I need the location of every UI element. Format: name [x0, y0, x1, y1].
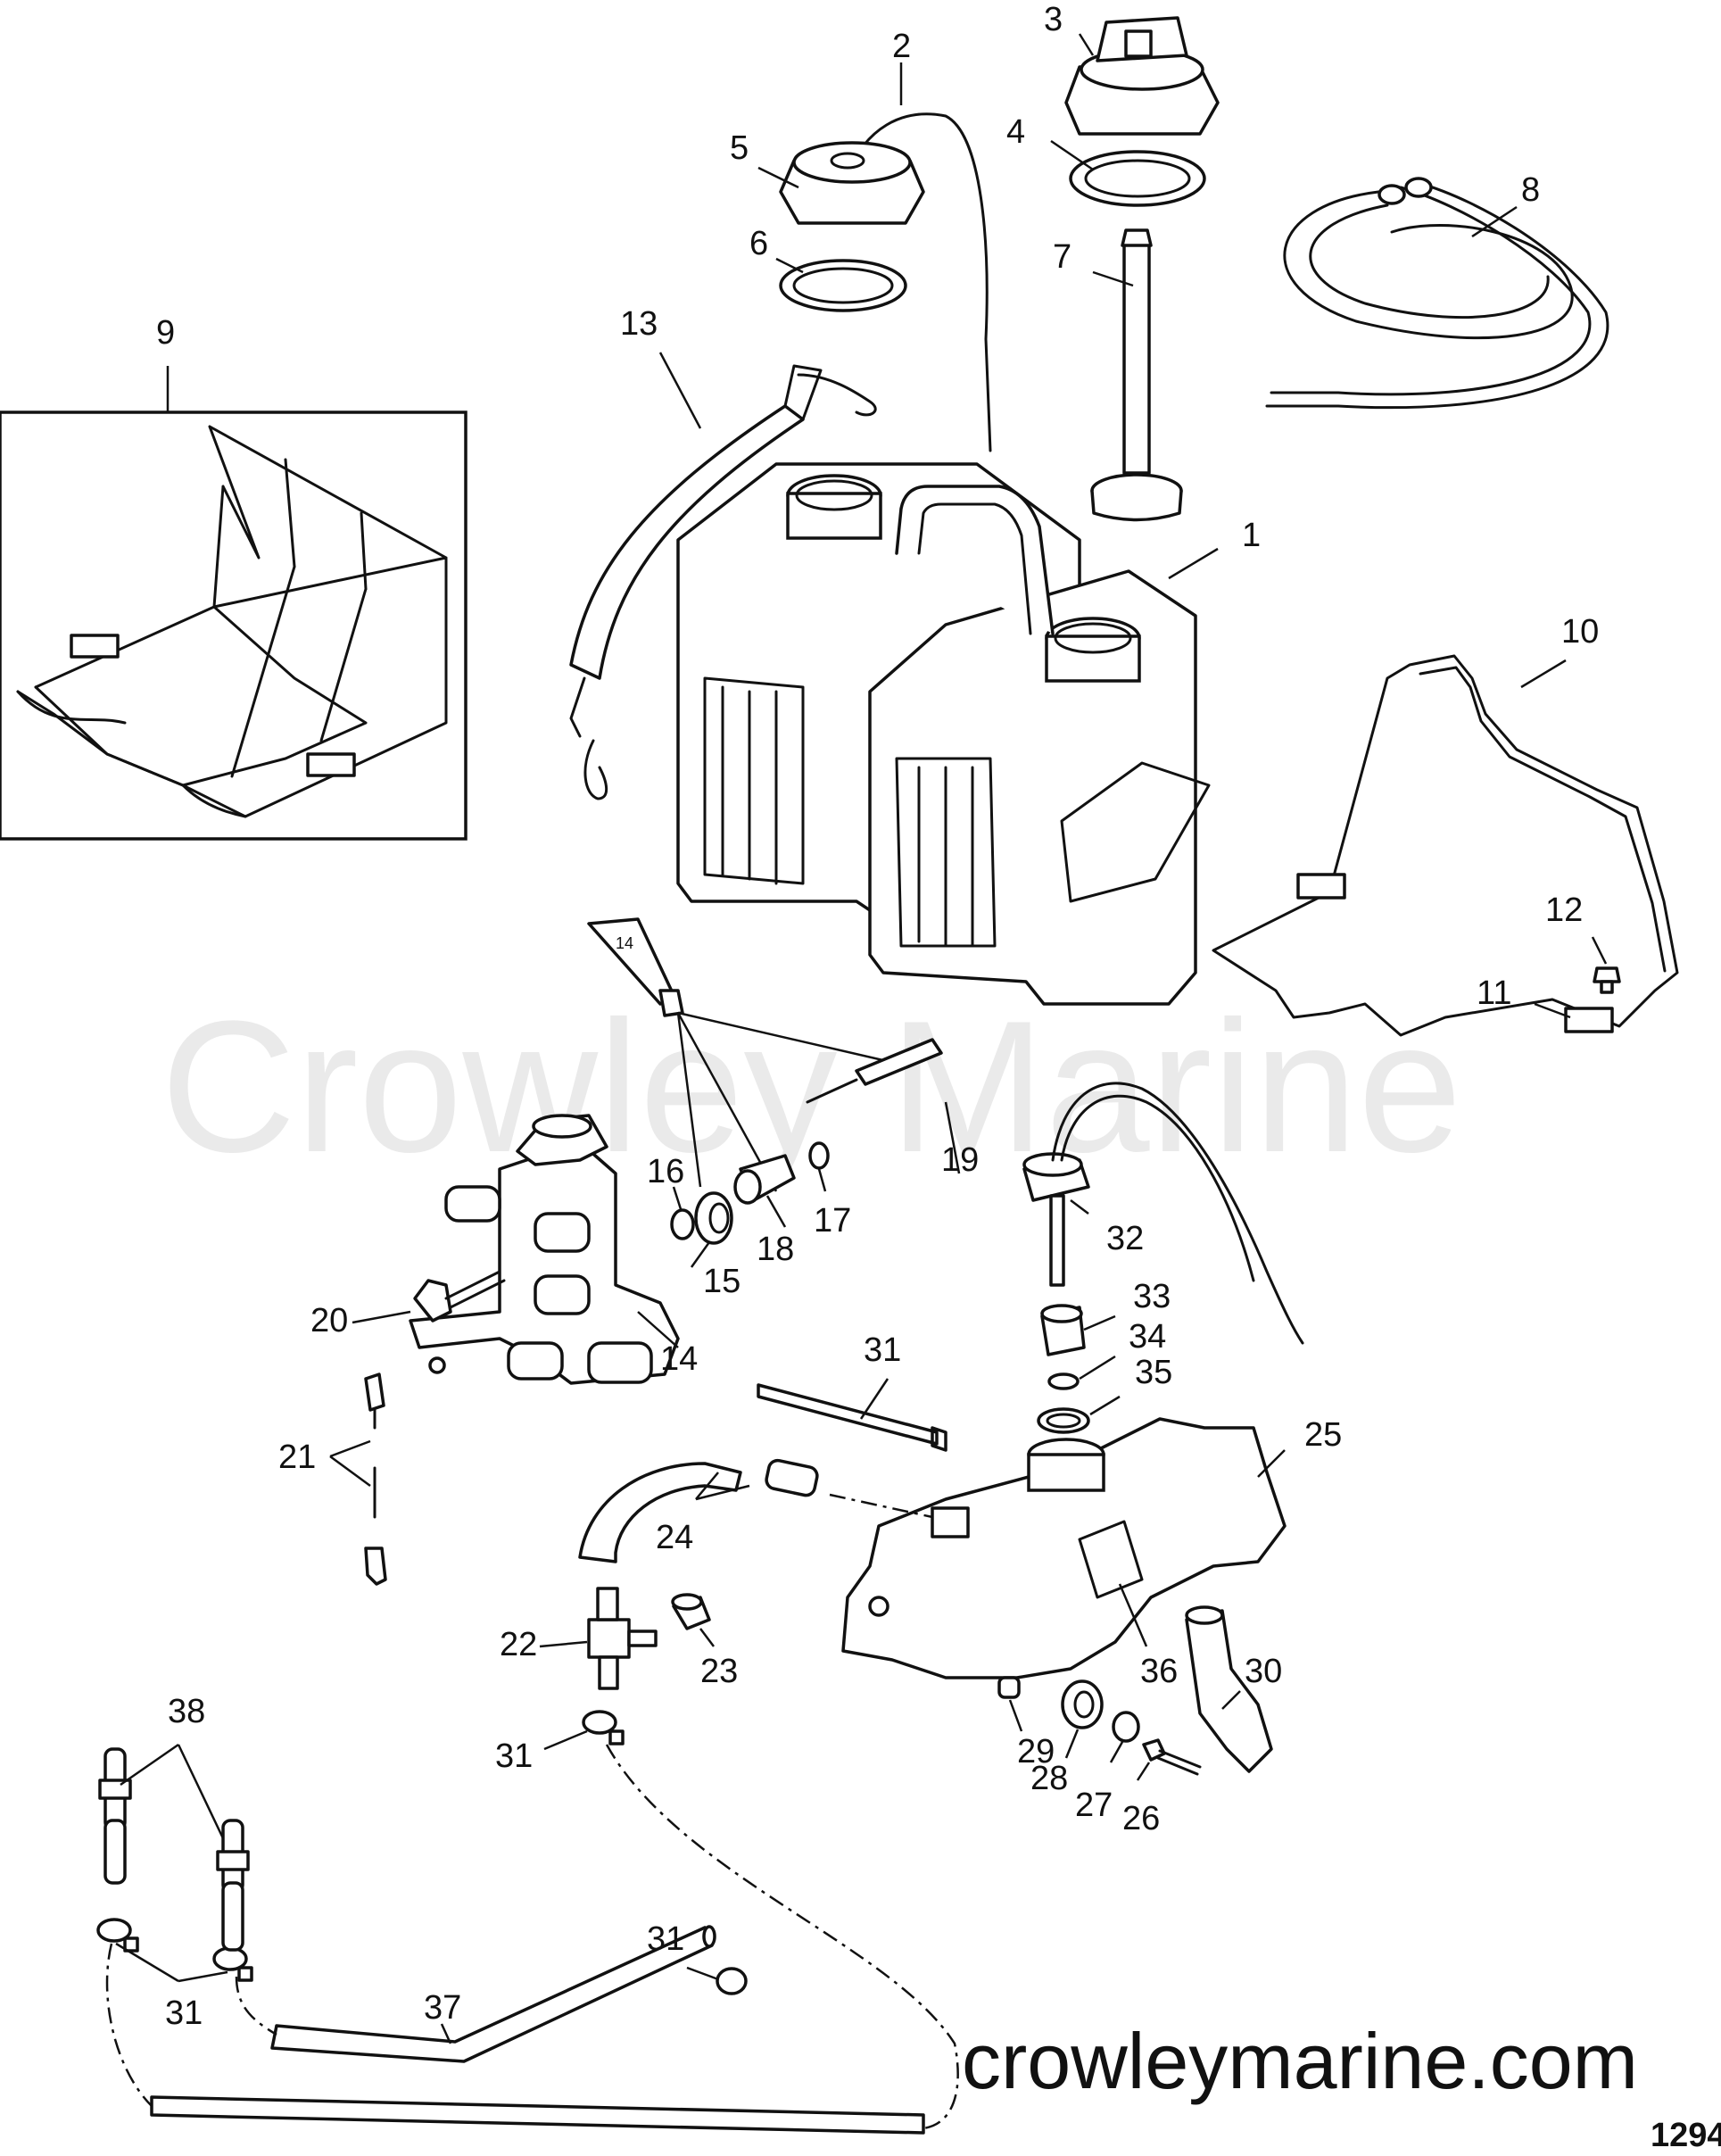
part-28-grommet — [1061, 1679, 1104, 1729]
part-4-gasket — [1069, 150, 1206, 207]
figure-id: 1294 — [1651, 2117, 1721, 2154]
tube-label: 14 — [616, 934, 633, 952]
part-6-gasket — [779, 259, 907, 312]
callout-31-left: 31 — [165, 1994, 203, 2032]
callout-7: 7 — [1053, 238, 1071, 276]
callout-37: 37 — [424, 1989, 461, 2027]
callout-30: 30 — [1245, 1653, 1282, 1690]
callout-31-tee: 31 — [495, 1737, 533, 1775]
part-33-spacer — [1040, 1304, 1086, 1356]
callout-15: 15 — [703, 1263, 741, 1300]
part-34-washer — [1047, 1372, 1080, 1390]
part-35-gasket — [1037, 1407, 1090, 1434]
part-23-plug — [671, 1593, 711, 1630]
routing-line-oil — [829, 1493, 933, 1519]
part-1-oil-tank — [676, 462, 1211, 1006]
part-5-oil-cap — [779, 141, 925, 225]
callout-31-middle: 31 — [864, 1331, 901, 1369]
callout-3: 3 — [1044, 1, 1063, 38]
routing-line-main — [605, 1744, 959, 2130]
part-20-bolt — [413, 1270, 506, 1323]
part-22-tee-fitting — [587, 1587, 658, 1690]
part-31-clamp-left-2 — [212, 1946, 253, 1982]
callout-24: 24 — [656, 1519, 693, 1556]
part-24-hose — [578, 1458, 819, 1563]
part-9-tank-bracket-box — [0, 410, 467, 841]
part-15-seal — [694, 1191, 733, 1245]
callout-31-right: 31 — [647, 1920, 684, 1958]
part-38-connector-2 — [216, 1819, 250, 1952]
part-29-bushing — [997, 1676, 1021, 1699]
callout-labels: 2 3 4 5 6 7 8 9 13 1 10 12 11 19 16 17 1… — [156, 1, 1599, 2032]
callout-6: 6 — [749, 225, 768, 262]
callout-22: 22 — [500, 1626, 537, 1663]
callout-2: 2 — [892, 28, 911, 65]
callout-35: 35 — [1135, 1354, 1172, 1391]
part-16-o-ring — [670, 1208, 695, 1240]
part-17-o-ring — [808, 1141, 830, 1170]
callout-38: 38 — [168, 1693, 205, 1730]
part-11-clip — [1296, 873, 1614, 1033]
part-19-tool — [806, 1038, 943, 1104]
callout-29: 29 — [1017, 1733, 1055, 1770]
callout-23: 23 — [700, 1653, 738, 1690]
callout-28: 28 — [1030, 1760, 1068, 1797]
callout-36: 36 — [1140, 1653, 1178, 1690]
part-32-cap-with-sensor — [1022, 1082, 1304, 1345]
part-38-connector-1 — [98, 1747, 132, 1885]
part-21-pins — [364, 1372, 387, 1586]
callout-20: 20 — [310, 1302, 348, 1339]
callout-17: 17 — [814, 1202, 851, 1240]
routing-line-left-1 — [105, 1943, 153, 2107]
callout-32: 32 — [1106, 1220, 1144, 1257]
callout-25: 25 — [1304, 1416, 1342, 1454]
part-25-oil-reservoir — [841, 1417, 1287, 1679]
part-8-hose — [1265, 177, 1609, 410]
part-31-clamp — [582, 1710, 625, 1746]
part-7-pickup-tube — [1090, 228, 1183, 522]
part-12-screw — [1593, 966, 1621, 994]
part-14-sealant-tube: 14 — [587, 917, 684, 1017]
callout-33: 33 — [1133, 1278, 1171, 1315]
callout-5: 5 — [730, 129, 749, 167]
part-2-vent-line — [846, 112, 992, 452]
callout-34: 34 — [1129, 1318, 1166, 1356]
callout-11: 11 — [1477, 974, 1511, 1012]
callout-21: 21 — [278, 1439, 316, 1476]
callout-27: 27 — [1075, 1787, 1113, 1824]
part-14-oil-pump — [409, 1114, 680, 1385]
part-31-clamp-right — [716, 1967, 748, 1995]
callout-13: 13 — [620, 305, 658, 343]
part-31-clamp-left-1 — [96, 1918, 139, 1953]
callout-18: 18 — [757, 1231, 794, 1268]
callout-16: 16 — [647, 1153, 684, 1190]
callout-14: 14 — [660, 1340, 698, 1378]
callout-9: 9 — [156, 314, 175, 352]
callout-8: 8 — [1521, 171, 1540, 209]
leader-lines — [115, 33, 1608, 2044]
part-18-fitting — [733, 1154, 796, 1205]
callout-10: 10 — [1561, 613, 1599, 651]
callout-12: 12 — [1545, 891, 1583, 929]
part-26-bolt — [1142, 1738, 1202, 1776]
callout-19: 19 — [941, 1141, 979, 1179]
callout-1: 1 — [1242, 517, 1261, 554]
part-31-cable-tie — [757, 1383, 947, 1452]
part-13-strap — [569, 364, 877, 800]
website-url: crowleymarine.com — [962, 2017, 1638, 2105]
part-27-washer — [1112, 1711, 1140, 1743]
part-3-fuel-cap-gauge — [1064, 16, 1220, 136]
callout-26: 26 — [1122, 1800, 1160, 1837]
callout-4: 4 — [1006, 113, 1025, 151]
part-37-tubing — [150, 1925, 925, 2135]
part-30-hose — [1185, 1605, 1273, 1773]
routing-line-left-2 — [235, 1976, 277, 2036]
sealant-leader-lines — [676, 1011, 911, 1192]
